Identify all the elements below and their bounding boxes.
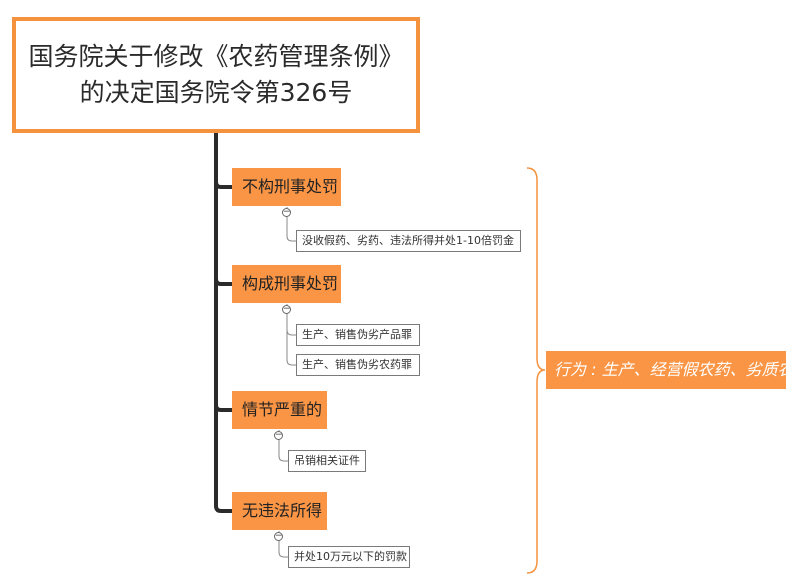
topic-label: 无违法所得: [242, 501, 323, 520]
leaf-label: 没收假药、劣药、违法所得并处1-10倍罚金: [302, 234, 514, 247]
topic-label: 不构刑事处罚: [242, 177, 339, 196]
topic-criminal-penalty[interactable]: 构成刑事处罚: [232, 265, 341, 303]
leaf-label: 生产、销售伪劣农药罪: [302, 358, 412, 371]
trunk-branch-2: [214, 278, 232, 286]
root-title-line-2: 的决定国务院令第326号: [79, 78, 353, 107]
child-link-2-2: [286, 330, 296, 366]
root-topic[interactable]: 国务院关于修改《农药管理条例》 的决定国务院令第326号: [12, 17, 420, 133]
topic-serious-circumstances[interactable]: 情节严重的: [232, 391, 327, 429]
collapse-minus-icon[interactable]: −: [274, 531, 283, 541]
root-title-line-1: 国务院关于修改《农药管理条例》: [28, 42, 404, 71]
child-link-3-1: [278, 430, 288, 462]
child-link-1-1: [286, 207, 296, 242]
leaf-confiscate-fine[interactable]: 没收假药、劣药、违法所得并处1-10倍罚金: [296, 230, 521, 252]
leaf-label: 生产、销售伪劣产品罪: [302, 328, 412, 341]
summary-brace: [526, 167, 546, 574]
topic-label: 构成刑事处罚: [242, 274, 339, 293]
leaf-fake-pesticide-crime[interactable]: 生产、销售伪劣农药罪: [296, 354, 420, 376]
collapse-minus-icon[interactable]: −: [274, 430, 283, 440]
leaf-label: 并处10万元以下的罚款: [294, 550, 407, 563]
collapse-minus-icon[interactable]: −: [282, 207, 291, 217]
leaf-fake-product-crime[interactable]: 生产、销售伪劣产品罪: [296, 324, 420, 346]
topic-no-criminal-penalty[interactable]: 不构刑事处罚: [232, 168, 341, 206]
summary-topic[interactable]: 行为 : 生产、经营假农药、劣质农药: [546, 351, 798, 389]
leaf-revoke-license[interactable]: 吊销相关证件: [288, 450, 366, 472]
child-link-4-1: [278, 531, 288, 558]
leaf-label: 吊销相关证件: [294, 454, 360, 467]
trunk-branch-3: [214, 404, 232, 412]
leaf-fine-under-100k[interactable]: 并处10万元以下的罚款: [288, 546, 410, 568]
topic-label: 情节严重的: [242, 400, 323, 419]
summary-label: 行为 : 生产、经营假农药、劣质农药: [554, 360, 798, 379]
trunk-line: [214, 133, 232, 513]
topic-no-illegal-income[interactable]: 无违法所得: [232, 492, 327, 530]
trunk-branch-1: [214, 181, 232, 189]
collapse-minus-icon[interactable]: −: [282, 304, 291, 314]
